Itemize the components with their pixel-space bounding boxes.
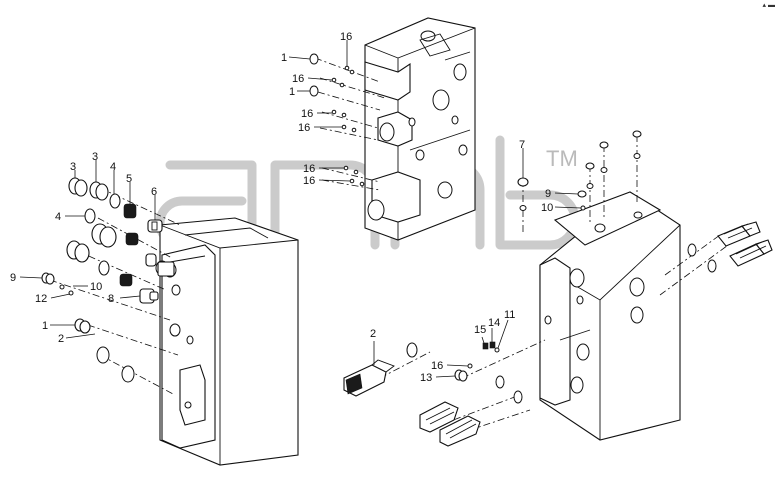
plug-1c	[74, 318, 91, 334]
parts	[41, 53, 773, 447]
callout-4-b: 4	[55, 211, 61, 223]
cartridge-low-a	[419, 401, 459, 433]
callouts: 16 1 16 1 16 16 16 16 3 3 4 5 6 4 9 10 1…	[10, 31, 582, 384]
oring-4a	[109, 193, 121, 209]
callout-10-a: 10	[90, 281, 102, 293]
corner-mark: ▴ ▬	[762, 2, 775, 9]
callout-5: 5	[126, 173, 132, 185]
plug-3b	[89, 181, 109, 201]
callout-1-a: 1	[281, 52, 287, 64]
callout-15: 15	[474, 324, 486, 336]
callout-16-f: 16	[303, 175, 315, 187]
callout-16-a: 16	[340, 31, 352, 43]
bolt-top-a	[585, 162, 595, 170]
callout-16-e: 16	[303, 163, 315, 175]
upper-valve-block	[364, 17, 476, 241]
callout-6: 6	[151, 186, 157, 198]
cartridge-2b	[343, 359, 395, 397]
callout-7: 7	[519, 139, 525, 151]
callout-9-a: 9	[10, 272, 16, 284]
callout-3-a: 3	[70, 161, 76, 173]
cartridge-low-b	[439, 415, 481, 447]
fitting-8	[139, 288, 159, 304]
plug-13	[454, 369, 468, 382]
callout-8: 8	[108, 293, 114, 305]
callout-1-b: 1	[289, 86, 295, 98]
callout-1-c: 1	[42, 320, 48, 332]
spring-5	[123, 203, 137, 219]
callout-11: 11	[504, 309, 515, 321]
callout-14: 14	[488, 317, 500, 329]
callout-16-g: 16	[431, 360, 443, 372]
callout-16-c: 16	[301, 108, 313, 120]
callout-16-b: 16	[292, 73, 304, 85]
watermark-tm: ТМ	[546, 146, 578, 171]
cartridge-right-b	[729, 239, 773, 267]
plug-large-a	[91, 223, 117, 248]
callout-10-b: 10	[541, 202, 553, 214]
plug-3a	[68, 177, 88, 197]
right-valve-block	[539, 191, 681, 441]
bolt-top-b	[599, 141, 609, 149]
callout-9-b: 9	[545, 188, 551, 200]
bolt-7	[517, 177, 529, 187]
callout-3-b: 3	[92, 151, 98, 163]
plug-9	[41, 272, 55, 285]
callout-16-d: 16	[298, 122, 310, 134]
plug-large-b	[66, 240, 90, 263]
callout-12: 12	[35, 293, 47, 305]
fitting-6	[147, 219, 163, 233]
cartridge-right-a	[717, 221, 761, 247]
left-valve-block	[159, 217, 299, 466]
bolt-top-c	[632, 130, 642, 138]
callout-4-a: 4	[110, 161, 116, 173]
oring-4b	[84, 208, 96, 224]
plug-9b	[577, 190, 587, 198]
callout-2-a: 2	[58, 333, 64, 345]
callout-2-b: 2	[370, 328, 376, 340]
callout-13: 13	[420, 372, 432, 384]
